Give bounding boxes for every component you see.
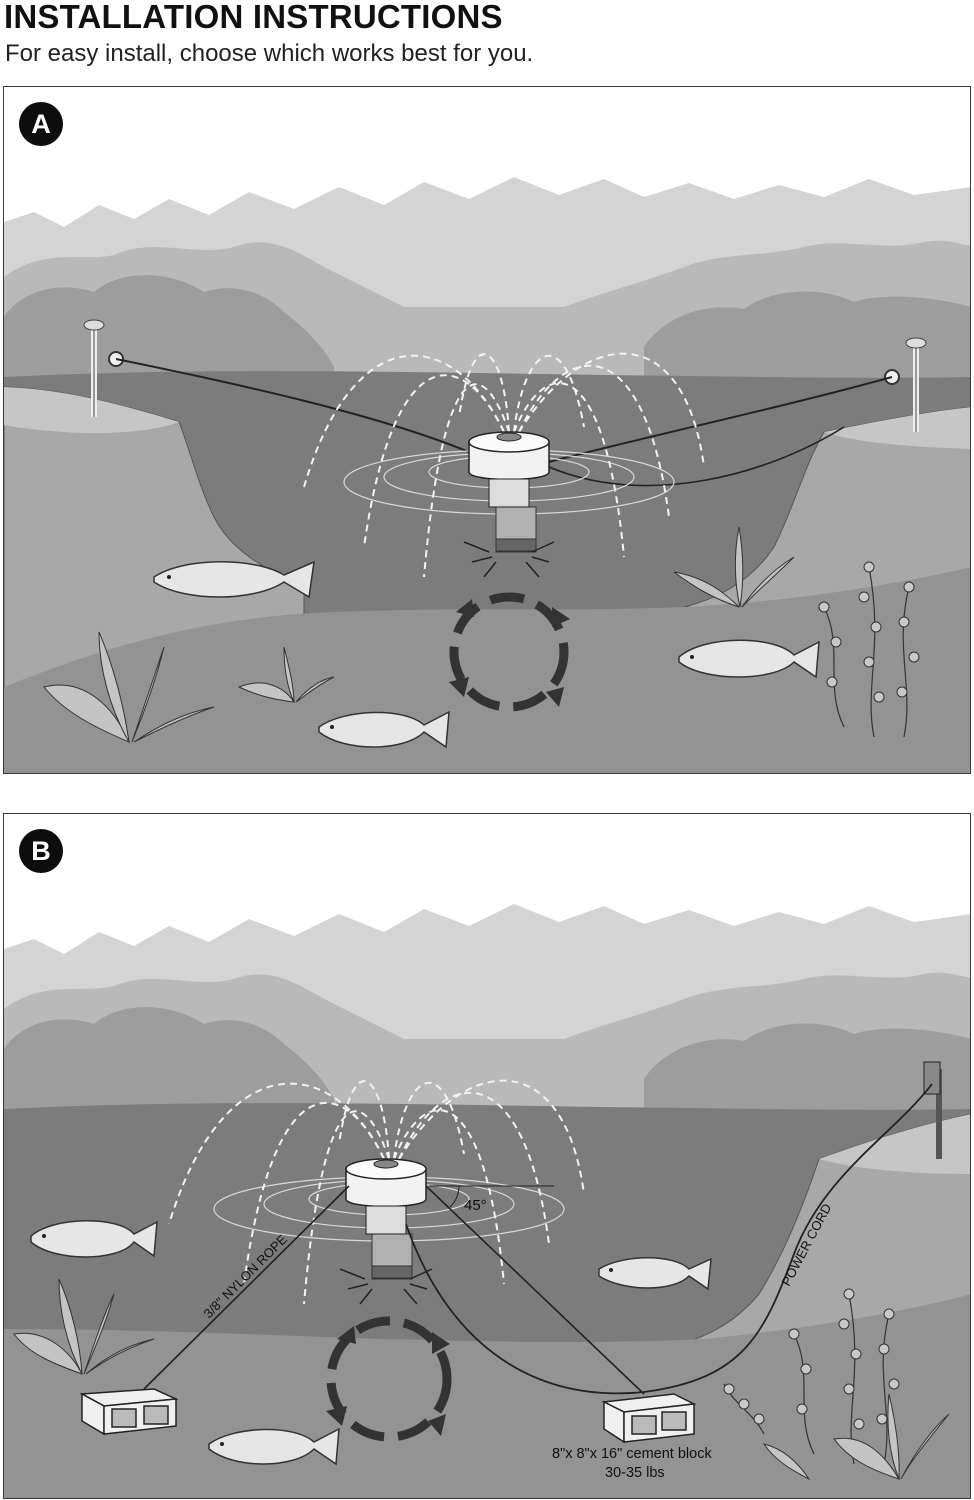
power-cord-b: [405, 1083, 933, 1395]
page-title: INSTALLATION INSTRUCTIONS: [4, 0, 503, 35]
carp-fish: [208, 1427, 340, 1466]
cement-block-size-label: 8"x 8"x 16" cement block: [552, 1446, 712, 1462]
angle-label: 45°: [464, 1197, 487, 1214]
power-outlet-post: [923, 1061, 942, 1159]
perch-fish: [678, 639, 820, 679]
right-anchor-rope: [425, 1185, 645, 1395]
near-bushes: [4, 275, 334, 397]
installation-option-b-panel: 45° 3/8" NYLON ROPE POWER CORD: [3, 813, 971, 1499]
aquatic-plant-left: [13, 1278, 155, 1375]
installation-option-a-panel: A: [3, 86, 971, 774]
perch-fish: [30, 1220, 158, 1258]
angle-arc: [449, 1185, 460, 1208]
option-a-badge: A: [19, 102, 63, 146]
aquatic-plant-right: [762, 1393, 950, 1481]
near-bushes: [4, 1007, 334, 1124]
pond-floor: [4, 567, 970, 773]
right-bank-top: [824, 407, 970, 449]
carp-fish: [318, 710, 450, 749]
pond-illustration-b: 45° 3/8" NYLON ROPE POWER CORD: [4, 904, 970, 1498]
fountain-spray: [303, 352, 705, 578]
left-rope: [115, 358, 470, 453]
cement-block-weight-label: 30-35 lbs: [605, 1465, 665, 1481]
left-anchor-rope: [143, 1185, 350, 1390]
aerator-float: [345, 1158, 427, 1280]
intake-arrows: [463, 541, 555, 578]
near-bushes-right: [644, 1023, 970, 1124]
option-b-badge: B: [19, 829, 63, 873]
circulation-arrows: [326, 1316, 452, 1442]
aquatic-plant-mid: [237, 646, 335, 703]
power-cord-a: [548, 426, 845, 487]
pond-illustration-a: [4, 177, 970, 773]
fountain-spray: [168, 1079, 585, 1305]
trout-fish: [153, 560, 315, 599]
intake-arrows: [339, 1268, 433, 1305]
right-cement-block: [601, 1393, 697, 1444]
aquatic-plant-right: [673, 526, 795, 608]
circulation-arrows: [449, 592, 569, 712]
trout-fish: [598, 1257, 712, 1291]
aquatic-plant-left: [43, 631, 215, 743]
right-rope: [548, 376, 893, 463]
aerator-float: [468, 431, 550, 553]
right-bank-top: [819, 1114, 970, 1174]
left-cement-block: [79, 1388, 179, 1436]
page-subtitle: For easy install, choose which works bes…: [5, 40, 534, 67]
